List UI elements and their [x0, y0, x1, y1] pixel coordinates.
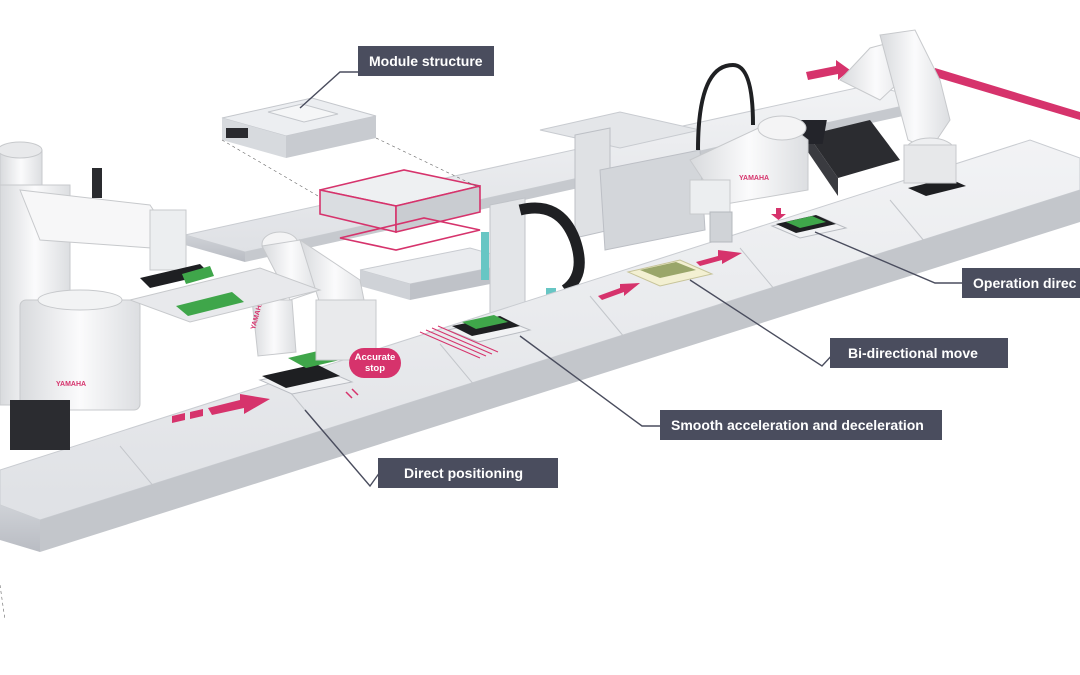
callout-smooth-acceleration: Smooth acceleration and deceleration: [660, 410, 942, 440]
carrier-bidirectional: [626, 259, 714, 287]
callout-direct-positioning: Direct positioning: [378, 458, 558, 488]
accurate-stop-badge: Accurate stop: [349, 348, 401, 378]
articulated-robot-right: [839, 29, 957, 184]
callout-bi-directional: Bi-directional move: [830, 338, 1008, 368]
motion-arrows: [172, 60, 1080, 423]
exploded-guides: [0, 137, 481, 621]
carrier-smooth: [419, 315, 532, 359]
highlighted-carriage: [319, 169, 481, 251]
middle-modules: [359, 111, 706, 324]
carrier-operation: [770, 215, 848, 239]
callout-module-structure: Module structure: [358, 46, 494, 76]
articulated-robot-middle: YAMAHA: [250, 231, 377, 361]
yamaha-logo-large: YAMAHA: [56, 381, 86, 388]
callout-operation-direction: Operation direc: [962, 268, 1080, 298]
module-exploded-parts: [221, 97, 377, 158]
scara-robot-center: YAMAHA: [689, 62, 809, 243]
yamaha-logo-center: YAMAHA: [739, 175, 769, 182]
belt-conveyor: [784, 120, 900, 196]
pcb-carriers: [258, 178, 966, 395]
callout-leaders: [299, 71, 970, 488]
left-work-area: [128, 264, 322, 323]
scara-robot-large: YAMAHA: [0, 141, 187, 450]
